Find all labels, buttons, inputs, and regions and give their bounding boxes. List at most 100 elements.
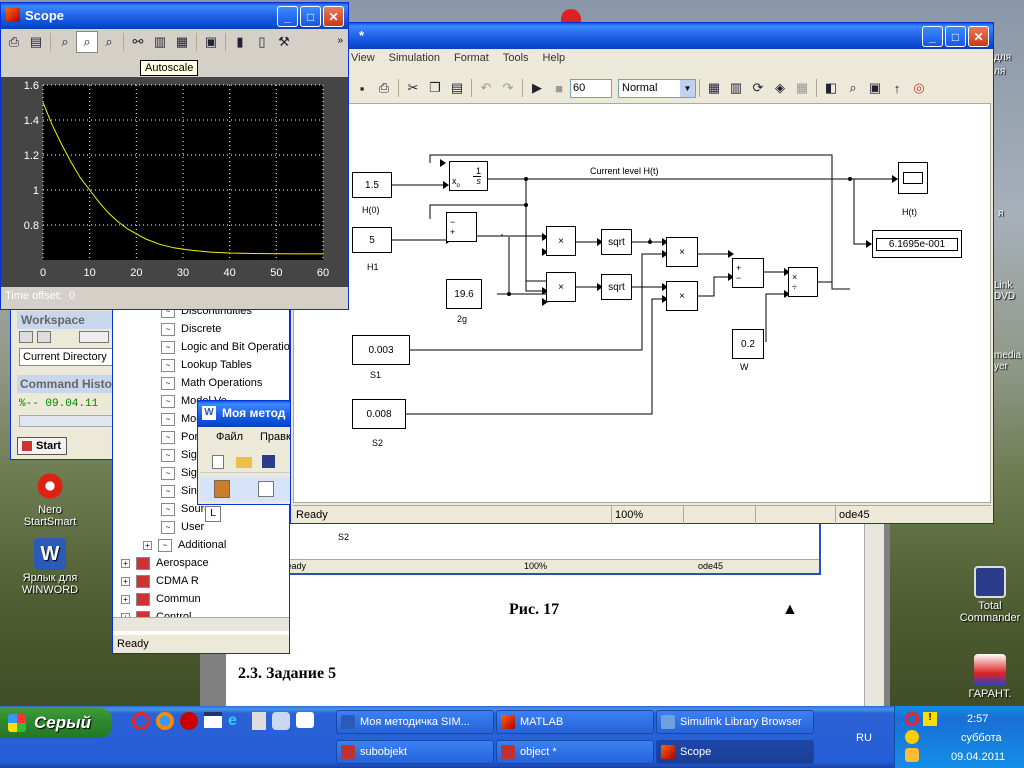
parameters-icon[interactable]: ▤: [29, 34, 43, 49]
scope-block[interactable]: [898, 162, 928, 194]
desktop-icon-garant[interactable]: ГАРАНТ.: [958, 654, 1022, 700]
zoom-x-icon[interactable]: ⌕: [76, 31, 98, 53]
lock-icon[interactable]: ▮: [236, 34, 244, 49]
start-button[interactable]: Серый: [0, 708, 112, 738]
signal-selection-icon[interactable]: ▯: [258, 34, 266, 49]
task-library-browser[interactable]: Simulink Library Browser: [656, 710, 814, 734]
styles-icon[interactable]: [214, 480, 230, 498]
sum-block-2[interactable]: + −: [732, 258, 764, 288]
menu-help[interactable]: Help: [542, 52, 566, 64]
workspace-icon[interactable]: [19, 331, 33, 343]
expand-icon[interactable]: +: [121, 576, 130, 586]
desktop-icon-nero[interactable]: Nero StartSmart: [18, 470, 82, 528]
forms-icon[interactable]: [258, 481, 274, 497]
open-icon[interactable]: [236, 457, 252, 468]
cut-icon[interactable]: ✂: [407, 80, 419, 95]
explore-icon[interactable]: ▣: [868, 80, 882, 95]
layers-icon[interactable]: ◈: [775, 80, 785, 95]
paste-icon[interactable]: ▤: [450, 80, 464, 95]
debug-icon[interactable]: ◧: [824, 80, 838, 95]
opera-alt-icon[interactable]: [180, 712, 198, 730]
current-directory-tab[interactable]: Current Directory: [19, 348, 119, 366]
tree-item[interactable]: +~Additional: [143, 536, 226, 554]
workspace-icon[interactable]: [37, 331, 51, 343]
task-scope[interactable]: Scope: [656, 740, 814, 764]
model-explorer-icon[interactable]: ▥: [729, 80, 743, 95]
model-canvas[interactable]: 1.5 H(0) 1 s xo Current level H(t) 5 H1 …: [293, 103, 991, 503]
close-button[interactable]: ✕: [323, 6, 344, 27]
constant-s1[interactable]: 0.003: [352, 335, 410, 365]
history-line[interactable]: %-- 09.04.11: [19, 398, 99, 410]
print-icon[interactable]: ⎙: [8, 34, 20, 49]
grid-icon[interactable]: ▦: [795, 80, 809, 95]
product-block-1[interactable]: ×: [546, 226, 576, 256]
constant-h1[interactable]: 5: [352, 227, 392, 253]
menu-view[interactable]: View: [351, 52, 375, 64]
library-hscroll[interactable]: [113, 617, 289, 631]
firefox-icon[interactable]: [156, 712, 174, 730]
divide-block[interactable]: × ÷: [788, 267, 818, 297]
zoom-y-icon[interactable]: ⌕: [105, 34, 113, 49]
undo-icon[interactable]: ↶: [480, 80, 492, 95]
redo-icon[interactable]: ↷: [502, 80, 514, 95]
tray-opera-icon[interactable]: [905, 712, 919, 726]
window-icon[interactable]: [204, 712, 222, 728]
maximize-button[interactable]: □: [945, 26, 966, 47]
ie-icon[interactable]: e: [228, 712, 237, 729]
new-doc-icon[interactable]: [212, 455, 224, 469]
save-icon[interactable]: [262, 455, 275, 468]
play-icon[interactable]: ▶: [532, 80, 542, 95]
desktop-icon-winword[interactable]: W Ярлык для WINWORD: [18, 538, 82, 596]
copy-icon[interactable]: ❐: [429, 80, 441, 95]
integrator-block[interactable]: 1 s xo: [449, 161, 488, 191]
product-block-2[interactable]: ×: [546, 272, 576, 302]
tree-item[interactable]: ~Discrete: [161, 320, 221, 338]
save-axes-icon[interactable]: ▥: [153, 34, 167, 49]
menu-edit[interactable]: Правк: [260, 431, 291, 443]
save-icon[interactable]: ▪: [359, 80, 365, 96]
product-block-4[interactable]: ×: [666, 281, 698, 311]
library-browser-icon[interactable]: ▦: [707, 80, 721, 95]
toolbar-chevron-icon[interactable]: »: [337, 35, 343, 46]
target-icon[interactable]: ◎: [913, 80, 925, 95]
floating-scope-icon[interactable]: ▣: [204, 34, 218, 49]
tool-icon[interactable]: ⚒: [278, 34, 290, 49]
stop-time-input[interactable]: [570, 78, 612, 98]
minimize-button[interactable]: _: [922, 26, 943, 47]
document-vscroll[interactable]: [864, 500, 884, 706]
media-icon[interactable]: [272, 712, 290, 730]
autoscale-icon[interactable]: ⚯: [132, 34, 144, 49]
chat-icon[interactable]: [296, 712, 314, 728]
menu-file[interactable]: Файл: [216, 431, 244, 443]
expand-icon[interactable]: +: [121, 594, 130, 604]
sim-mode-select[interactable]: Normal ▼: [618, 78, 696, 98]
model-titlebar[interactable]: * _ □ ✕: [291, 23, 993, 49]
clock-time[interactable]: 2:57: [967, 713, 989, 725]
close-button[interactable]: ✕: [968, 26, 989, 47]
tray-speaker-icon[interactable]: [905, 748, 919, 762]
maximize-button[interactable]: □: [300, 6, 321, 27]
scope-titlebar[interactable]: Scope _ □ ✕: [1, 3, 348, 29]
menu-format[interactable]: Format: [454, 52, 489, 64]
product-block-3[interactable]: ×: [666, 237, 698, 267]
tree-group[interactable]: +Commun: [121, 590, 201, 608]
tree-group[interactable]: +Aerospace: [121, 554, 209, 572]
tree-group[interactable]: +CDMA R: [121, 572, 199, 590]
desktop-icon-total-commander[interactable]: Total Commander: [958, 566, 1022, 624]
tray-warning-icon[interactable]: !: [923, 712, 937, 726]
opera-icon[interactable]: [132, 712, 150, 730]
history-scrollbar[interactable]: [19, 415, 119, 427]
constant-h0[interactable]: 1.5: [352, 172, 392, 198]
print-icon[interactable]: ⎙: [378, 80, 390, 95]
task-subobjekt[interactable]: subobjekt: [336, 740, 494, 764]
refresh-icon[interactable]: ⟳: [752, 80, 764, 95]
ruler-corner[interactable]: L: [205, 506, 221, 522]
notepad-icon[interactable]: [252, 712, 266, 730]
stop-icon[interactable]: ■: [555, 80, 563, 96]
sqrt-block-1[interactable]: sqrt: [601, 229, 632, 255]
menu-simulation[interactable]: Simulation: [388, 52, 441, 64]
expand-icon[interactable]: +: [143, 540, 152, 550]
constant-2g[interactable]: 19.6: [446, 279, 482, 309]
sqrt-block-2[interactable]: sqrt: [601, 274, 632, 300]
tray-network-icon[interactable]: [905, 730, 919, 744]
